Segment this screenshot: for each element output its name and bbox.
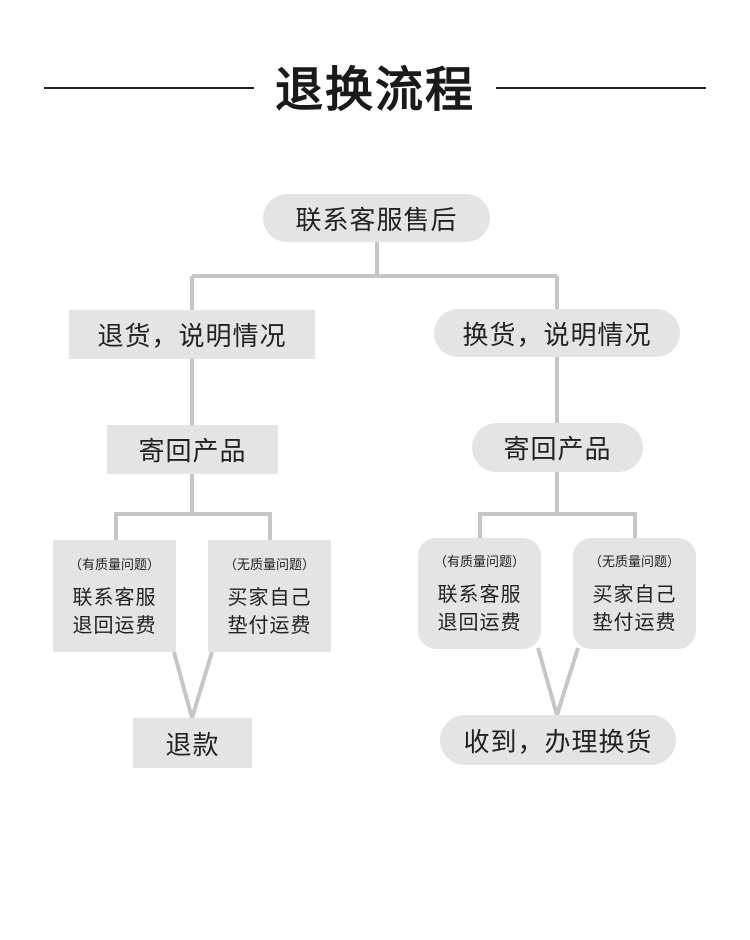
card-note: （无质量问题） — [223, 557, 315, 573]
node-return-explain-label: 退货，说明情况 — [97, 322, 287, 352]
title-rule-left — [44, 87, 254, 89]
node-receive-exchange-label: 收到，办理换货 — [463, 727, 653, 758]
page-title: 退换流程 — [274, 62, 475, 118]
node-right-send-back-label: 寄回产品 — [503, 435, 612, 465]
connector-right-split — [478, 512, 637, 538]
card-line: 联系客服 — [72, 584, 157, 609]
card-line: 买家自己 — [227, 584, 312, 609]
connector-left-split — [114, 512, 272, 540]
title-rule-right — [496, 87, 706, 89]
node-contact-service-label: 联系客服售后 — [295, 205, 458, 236]
node-left-send-back-label: 寄回产品 — [138, 437, 247, 467]
card-line: 买家自己 — [592, 582, 677, 606]
card-note: （有质量问题） — [68, 557, 160, 573]
node-return-explain: 退货，说明情况 — [69, 310, 315, 359]
node-right-send-back: 寄回产品 — [472, 423, 643, 472]
card-right-no-quality-issue: （无质量问题） 买家自己 垫付运费 — [573, 538, 696, 649]
card-line: 退回运费 — [437, 610, 522, 634]
title-area: 退换流程 — [0, 55, 750, 125]
card-left-no-quality-issue: （无质量问题） 买家自己 垫付运费 — [208, 540, 331, 652]
card-line: 垫付运费 — [227, 612, 312, 637]
card-right-quality-issue: （有质量问题） 联系客服 退回运费 — [418, 538, 541, 649]
connector-left-merge — [172, 651, 214, 726]
node-refund: 退款 — [133, 718, 252, 768]
card-note: （有质量问题） — [433, 555, 525, 570]
node-exchange-explain: 换货，说明情况 — [434, 309, 680, 357]
node-refund-label: 退款 — [165, 730, 220, 761]
card-note: （无质量问题） — [588, 555, 680, 570]
node-exchange-explain-label: 换货，说明情况 — [462, 320, 652, 351]
card-line: 联系客服 — [437, 582, 522, 606]
card-line: 退回运费 — [72, 612, 157, 637]
node-contact-service: 联系客服售后 — [263, 194, 490, 242]
card-left-quality-issue: （有质量问题） 联系客服 退回运费 — [53, 540, 176, 652]
node-receive-exchange: 收到，办理换货 — [440, 715, 676, 765]
card-line: 垫付运费 — [592, 610, 677, 634]
node-left-send-back: 寄回产品 — [107, 425, 278, 474]
connector-right-merge — [536, 647, 580, 722]
